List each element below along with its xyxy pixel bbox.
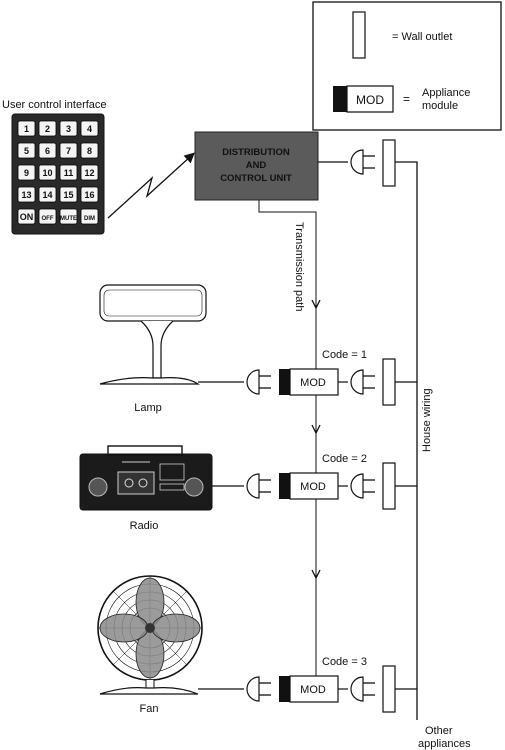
svg-text:ON: ON xyxy=(20,212,34,222)
svg-text:MOD: MOD xyxy=(300,684,326,696)
svg-text:9: 9 xyxy=(24,168,29,178)
keypad-key-7: 7 xyxy=(59,142,78,159)
legend-box: = Wall outlet MOD = Appliance module xyxy=(312,1,502,131)
svg-text:MUTE: MUTE xyxy=(60,216,77,222)
svg-text:MOD: MOD xyxy=(300,481,326,493)
transmission-path-label: Transmission path xyxy=(293,222,305,311)
wall-outlet-icon xyxy=(382,358,396,406)
keypad-key-dim: DIM xyxy=(80,208,99,225)
keypad-key-15: 15 xyxy=(59,186,78,203)
svg-text:CONTROL UNIT: CONTROL UNIT xyxy=(220,173,292,184)
svg-text:7: 7 xyxy=(66,146,71,156)
radio-icon xyxy=(79,445,213,511)
keypad-key-4: 4 xyxy=(80,120,99,137)
keypad-key-14: 14 xyxy=(38,186,57,203)
svg-text:16: 16 xyxy=(84,190,94,200)
svg-text:3: 3 xyxy=(66,124,71,134)
lamp-label: Lamp xyxy=(134,402,162,414)
code-label-1: Code = 1 xyxy=(322,349,367,361)
svg-text:DIM: DIM xyxy=(84,216,95,222)
keypad-key-13: 13 xyxy=(17,186,36,203)
keypad-key-6: 6 xyxy=(38,142,57,159)
appliance-plug-icon xyxy=(246,676,271,702)
code-label-2: Code = 2 xyxy=(322,453,367,465)
legend-module-icon: MOD xyxy=(333,85,394,113)
keypad-key-8: 8 xyxy=(80,142,99,159)
appliance-module: MOD xyxy=(279,675,339,703)
fan-icon xyxy=(97,575,203,695)
svg-text:6: 6 xyxy=(45,146,50,156)
lamp-icon xyxy=(99,284,207,385)
keypad-key-10: 10 xyxy=(38,164,57,181)
keypad-key-3: 3 xyxy=(59,120,78,137)
svg-text:DISTRIBUTION: DISTRIBUTION xyxy=(222,147,290,158)
svg-text:12: 12 xyxy=(84,168,94,178)
svg-text:MOD: MOD xyxy=(356,93,384,107)
svg-text:OFF: OFF xyxy=(42,216,54,222)
appliance-chain-1: MOD Code = 1 xyxy=(198,349,396,406)
legend-module-label-1: Appliance xyxy=(422,87,470,99)
svg-text:5: 5 xyxy=(24,146,29,156)
control-unit-plug-icon xyxy=(350,149,375,175)
fan-label: Fan xyxy=(140,703,159,715)
appliance-chain-2: MOD Code = 2 xyxy=(212,453,396,510)
house-wiring-line xyxy=(395,161,418,720)
svg-text:10: 10 xyxy=(42,168,52,178)
keypad-key-2: 2 xyxy=(38,120,57,137)
module-plug-icon xyxy=(350,473,375,499)
svg-text:8: 8 xyxy=(87,146,92,156)
appliance-chain-3: MOD Code = 3 xyxy=(198,656,396,713)
appliance-module: MOD xyxy=(279,368,339,396)
svg-text:AND: AND xyxy=(246,160,267,171)
other-appliances-label-1: Other xyxy=(425,725,453,737)
keypad-key-5: 5 xyxy=(17,142,36,159)
wall-outlet-icon xyxy=(382,462,396,510)
keypad-key-12: 12 xyxy=(80,164,99,181)
svg-text:1: 1 xyxy=(24,124,29,134)
svg-text:MOD: MOD xyxy=(300,377,326,389)
legend-module-eq: = xyxy=(403,92,410,106)
legend-wall-outlet-label: = Wall outlet xyxy=(392,31,452,43)
appliance-plug-icon xyxy=(246,369,271,395)
svg-text:15: 15 xyxy=(63,190,73,200)
distribution-control-unit: DISTRIBUTION AND CONTROL UNIT xyxy=(194,131,319,201)
code-label-3: Code = 3 xyxy=(322,656,367,668)
svg-text:14: 14 xyxy=(42,190,52,200)
keypad-key-16: 16 xyxy=(80,186,99,203)
wall-outlet-icon xyxy=(382,139,396,187)
keypad-key-1: 1 xyxy=(17,120,36,137)
legend-wall-outlet-icon xyxy=(352,11,366,59)
svg-text:4: 4 xyxy=(87,124,92,134)
svg-text:2: 2 xyxy=(45,124,50,134)
other-appliances-label-2: appliances xyxy=(418,738,471,750)
wireless-link xyxy=(107,152,195,219)
appliance-plug-icon xyxy=(246,473,271,499)
module-plug-icon xyxy=(350,676,375,702)
svg-text:11: 11 xyxy=(64,168,74,178)
keypad-key-11: 11 xyxy=(59,164,78,181)
appliance-module: MOD xyxy=(279,472,339,500)
keypad-key-off: OFF xyxy=(38,208,57,225)
keypad-key-mute: MUTE xyxy=(59,208,78,225)
transmission-path xyxy=(258,200,317,690)
svg-text:13: 13 xyxy=(21,190,31,200)
module-plug-icon xyxy=(350,369,375,395)
house-wiring-label: House wiring xyxy=(421,388,433,452)
legend-module-label-2: module xyxy=(422,100,458,112)
keypad-key-on: ON xyxy=(17,208,36,225)
wall-outlet-icon xyxy=(382,665,396,713)
radio-label: Radio xyxy=(130,520,159,532)
keypad-key-9: 9 xyxy=(17,164,36,181)
remote-title: User control interface xyxy=(2,99,107,111)
